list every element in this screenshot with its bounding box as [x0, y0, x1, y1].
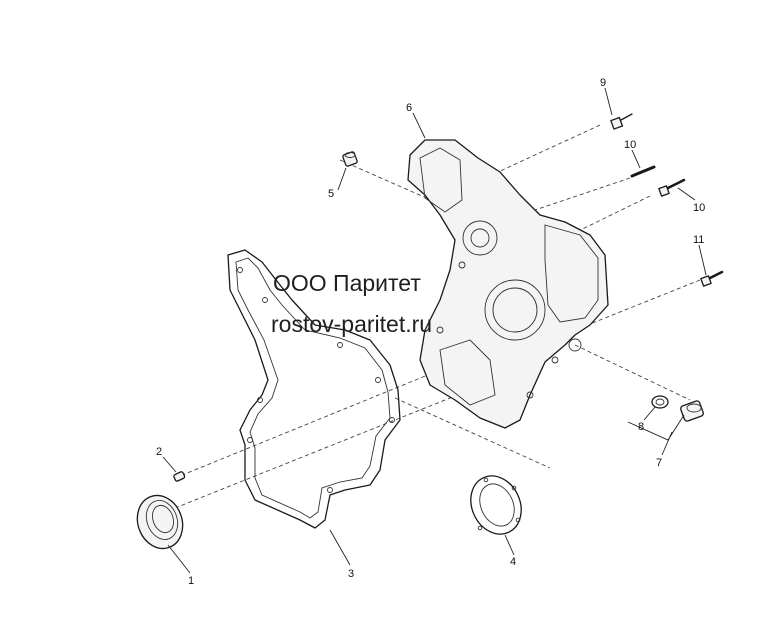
callout-10-upper: 10 [624, 139, 636, 151]
callout-5: 5 [328, 188, 334, 200]
callout-8: 8 [638, 421, 644, 433]
callout-9: 9 [600, 77, 606, 89]
bushing-part-5 [342, 151, 358, 167]
watermark: ООО Паритет rostov-paritet.ru [271, 270, 432, 337]
watermark-company: ООО Паритет [273, 270, 421, 296]
callout-labels: 9 6 10 5 10 11 8 7 2 1 3 4 [156, 77, 705, 587]
gasket-part-3 [227, 249, 401, 529]
stud-part-10-lower [658, 178, 686, 197]
ring-gasket-part-4 [470, 475, 522, 535]
callout-4: 4 [510, 556, 516, 568]
callout-3: 3 [348, 568, 354, 580]
bolt-part-9 [610, 113, 633, 130]
watermark-website: rostov-paritet.ru [271, 311, 432, 337]
front-cover-part-6 [407, 139, 609, 429]
washer-part-8 [651, 395, 669, 409]
leader-lines [162, 87, 707, 574]
callout-7: 7 [656, 457, 662, 469]
callout-10-lower: 10 [693, 202, 705, 214]
stud-part-10-upper [630, 165, 656, 178]
dowel-part-2 [173, 471, 186, 482]
plug-part-7 [680, 400, 704, 422]
callout-1: 1 [188, 575, 194, 587]
callout-11: 11 [693, 234, 704, 246]
bolt-part-11 [700, 270, 724, 287]
assembly-lines [174, 124, 701, 509]
callout-6: 6 [406, 102, 412, 114]
callout-2: 2 [156, 446, 162, 458]
oil-seal-part-1 [136, 494, 184, 550]
